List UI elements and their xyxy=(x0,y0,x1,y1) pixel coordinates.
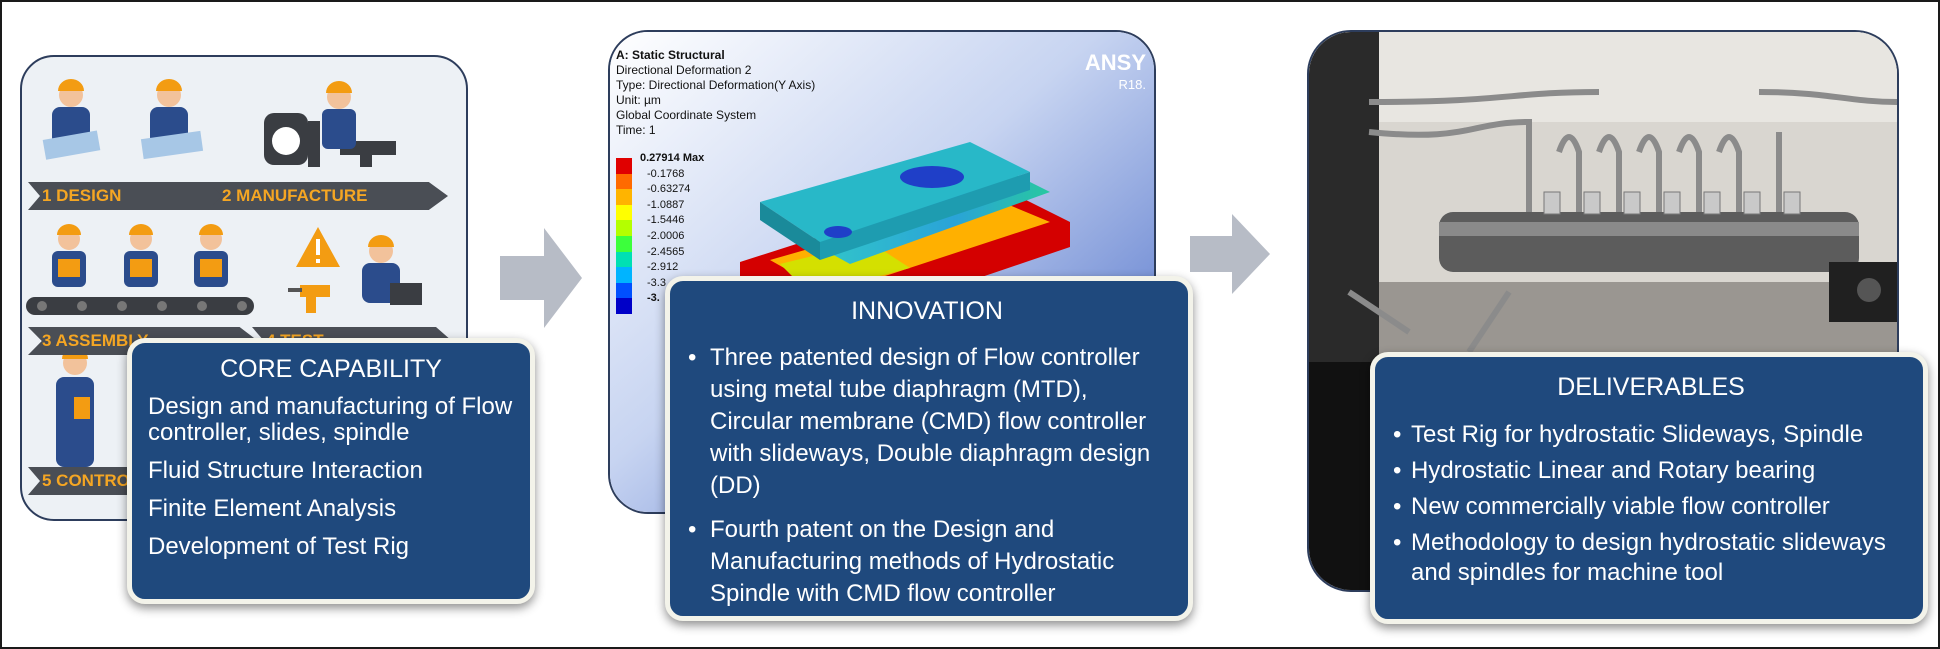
list-item: Three patented design of Flow controller… xyxy=(688,342,1166,502)
list-item: Design and manufacturing of Flow control… xyxy=(148,393,513,446)
legend-swatch xyxy=(616,158,632,174)
step-design: 1 DESIGN xyxy=(28,182,228,210)
flow-arrow-1 xyxy=(500,228,582,328)
legend-value: -0.1768 xyxy=(647,167,685,180)
core-capability-title: CORE CAPABILITY xyxy=(220,355,442,383)
warning-sign-icon xyxy=(296,227,340,267)
list-item: Fluid Structure Interaction xyxy=(148,457,423,484)
legend-value: -3. xyxy=(647,292,660,305)
ansys-version: R18. xyxy=(1118,77,1146,92)
tester-worker xyxy=(362,235,422,305)
legend-swatch xyxy=(616,220,632,236)
list-item: Test Rig for hydrostatic Slideways, Spin… xyxy=(1393,420,1909,450)
deliverables-card: DELIVERABLES Test Rig for hydrostatic Sl… xyxy=(1370,352,1928,624)
list-item: Finite Element Analysis xyxy=(148,495,397,522)
list-item: Development of Test Rig xyxy=(148,533,410,560)
legend-value: -1.0887 xyxy=(647,198,685,211)
hydraulic-tubes xyxy=(1347,89,1897,354)
drill-icon xyxy=(288,285,330,313)
list-item: Methodology to design hydrostatic slidew… xyxy=(1393,528,1909,588)
core-capability-card: CORE CAPABILITY Design and manufacturing… xyxy=(127,338,535,604)
designer-worker-2 xyxy=(140,79,204,160)
fea-header-line: Directional Deformation 2 xyxy=(616,63,752,77)
step-manufacture: 2 MANUFACTURE xyxy=(208,182,448,210)
assembly-workers xyxy=(26,224,254,315)
deliverables-title: DELIVERABLES xyxy=(1557,373,1745,401)
innovation-list: Three patented design of Flow controller… xyxy=(688,342,1166,610)
fea-header-line: Type: Directional Deformation(Y Axis) xyxy=(616,78,816,92)
list-item: Hydrostatic Linear and Rotary bearing xyxy=(1393,456,1909,486)
fea-header-line: A: Static Structural xyxy=(616,48,725,62)
legend-swatch xyxy=(616,267,632,283)
legend-swatch xyxy=(616,173,632,190)
fea-header-line: Global Coordinate System xyxy=(616,108,757,122)
legend-swatch xyxy=(616,298,632,314)
legend-value: -2.912 xyxy=(647,261,679,274)
fea-header-line: Unit: µm xyxy=(616,93,661,107)
core-capability-list: Design and manufacturing of Flow control… xyxy=(148,394,514,560)
worker-illustrations xyxy=(26,79,422,467)
legend-value: -3.3 xyxy=(647,276,666,289)
deliverables-list: Test Rig for hydrostatic Slideways, Spin… xyxy=(1393,420,1909,588)
innovation-title: INNOVATION xyxy=(851,297,1003,325)
manufacture-machine xyxy=(264,81,396,167)
legend-swatch xyxy=(616,204,632,221)
legend-value: -2.0006 xyxy=(647,230,685,242)
designer-worker-1 xyxy=(42,79,101,160)
legend-swatch xyxy=(616,251,632,268)
legend-swatch xyxy=(616,236,632,252)
innovation-card: INNOVATION Three patented design of Flow… xyxy=(665,276,1193,621)
legend-swatch xyxy=(616,189,632,205)
ansys-logo-text: ANSY xyxy=(1084,50,1146,75)
list-item: New commercially viable flow controller xyxy=(1393,492,1909,522)
list-item: Fourth patent on the Design and Manufact… xyxy=(688,514,1166,610)
legend-swatch xyxy=(616,282,632,299)
fea-header: A: Static Structural Directional Deforma… xyxy=(616,48,815,138)
legend-value: -1.5446 xyxy=(647,214,685,227)
ansys-logo: ANSY R18. xyxy=(1085,52,1146,96)
fea-model xyxy=(740,142,1070,332)
fea-header-line: Time: 1 xyxy=(616,123,656,137)
legend-value: 0.27914 Max xyxy=(640,152,705,164)
controller-worker xyxy=(56,347,94,467)
legend-value: -2.4565 xyxy=(647,245,685,258)
legend-value: -0.63274 xyxy=(647,183,691,196)
flow-arrow-2 xyxy=(1190,214,1270,294)
